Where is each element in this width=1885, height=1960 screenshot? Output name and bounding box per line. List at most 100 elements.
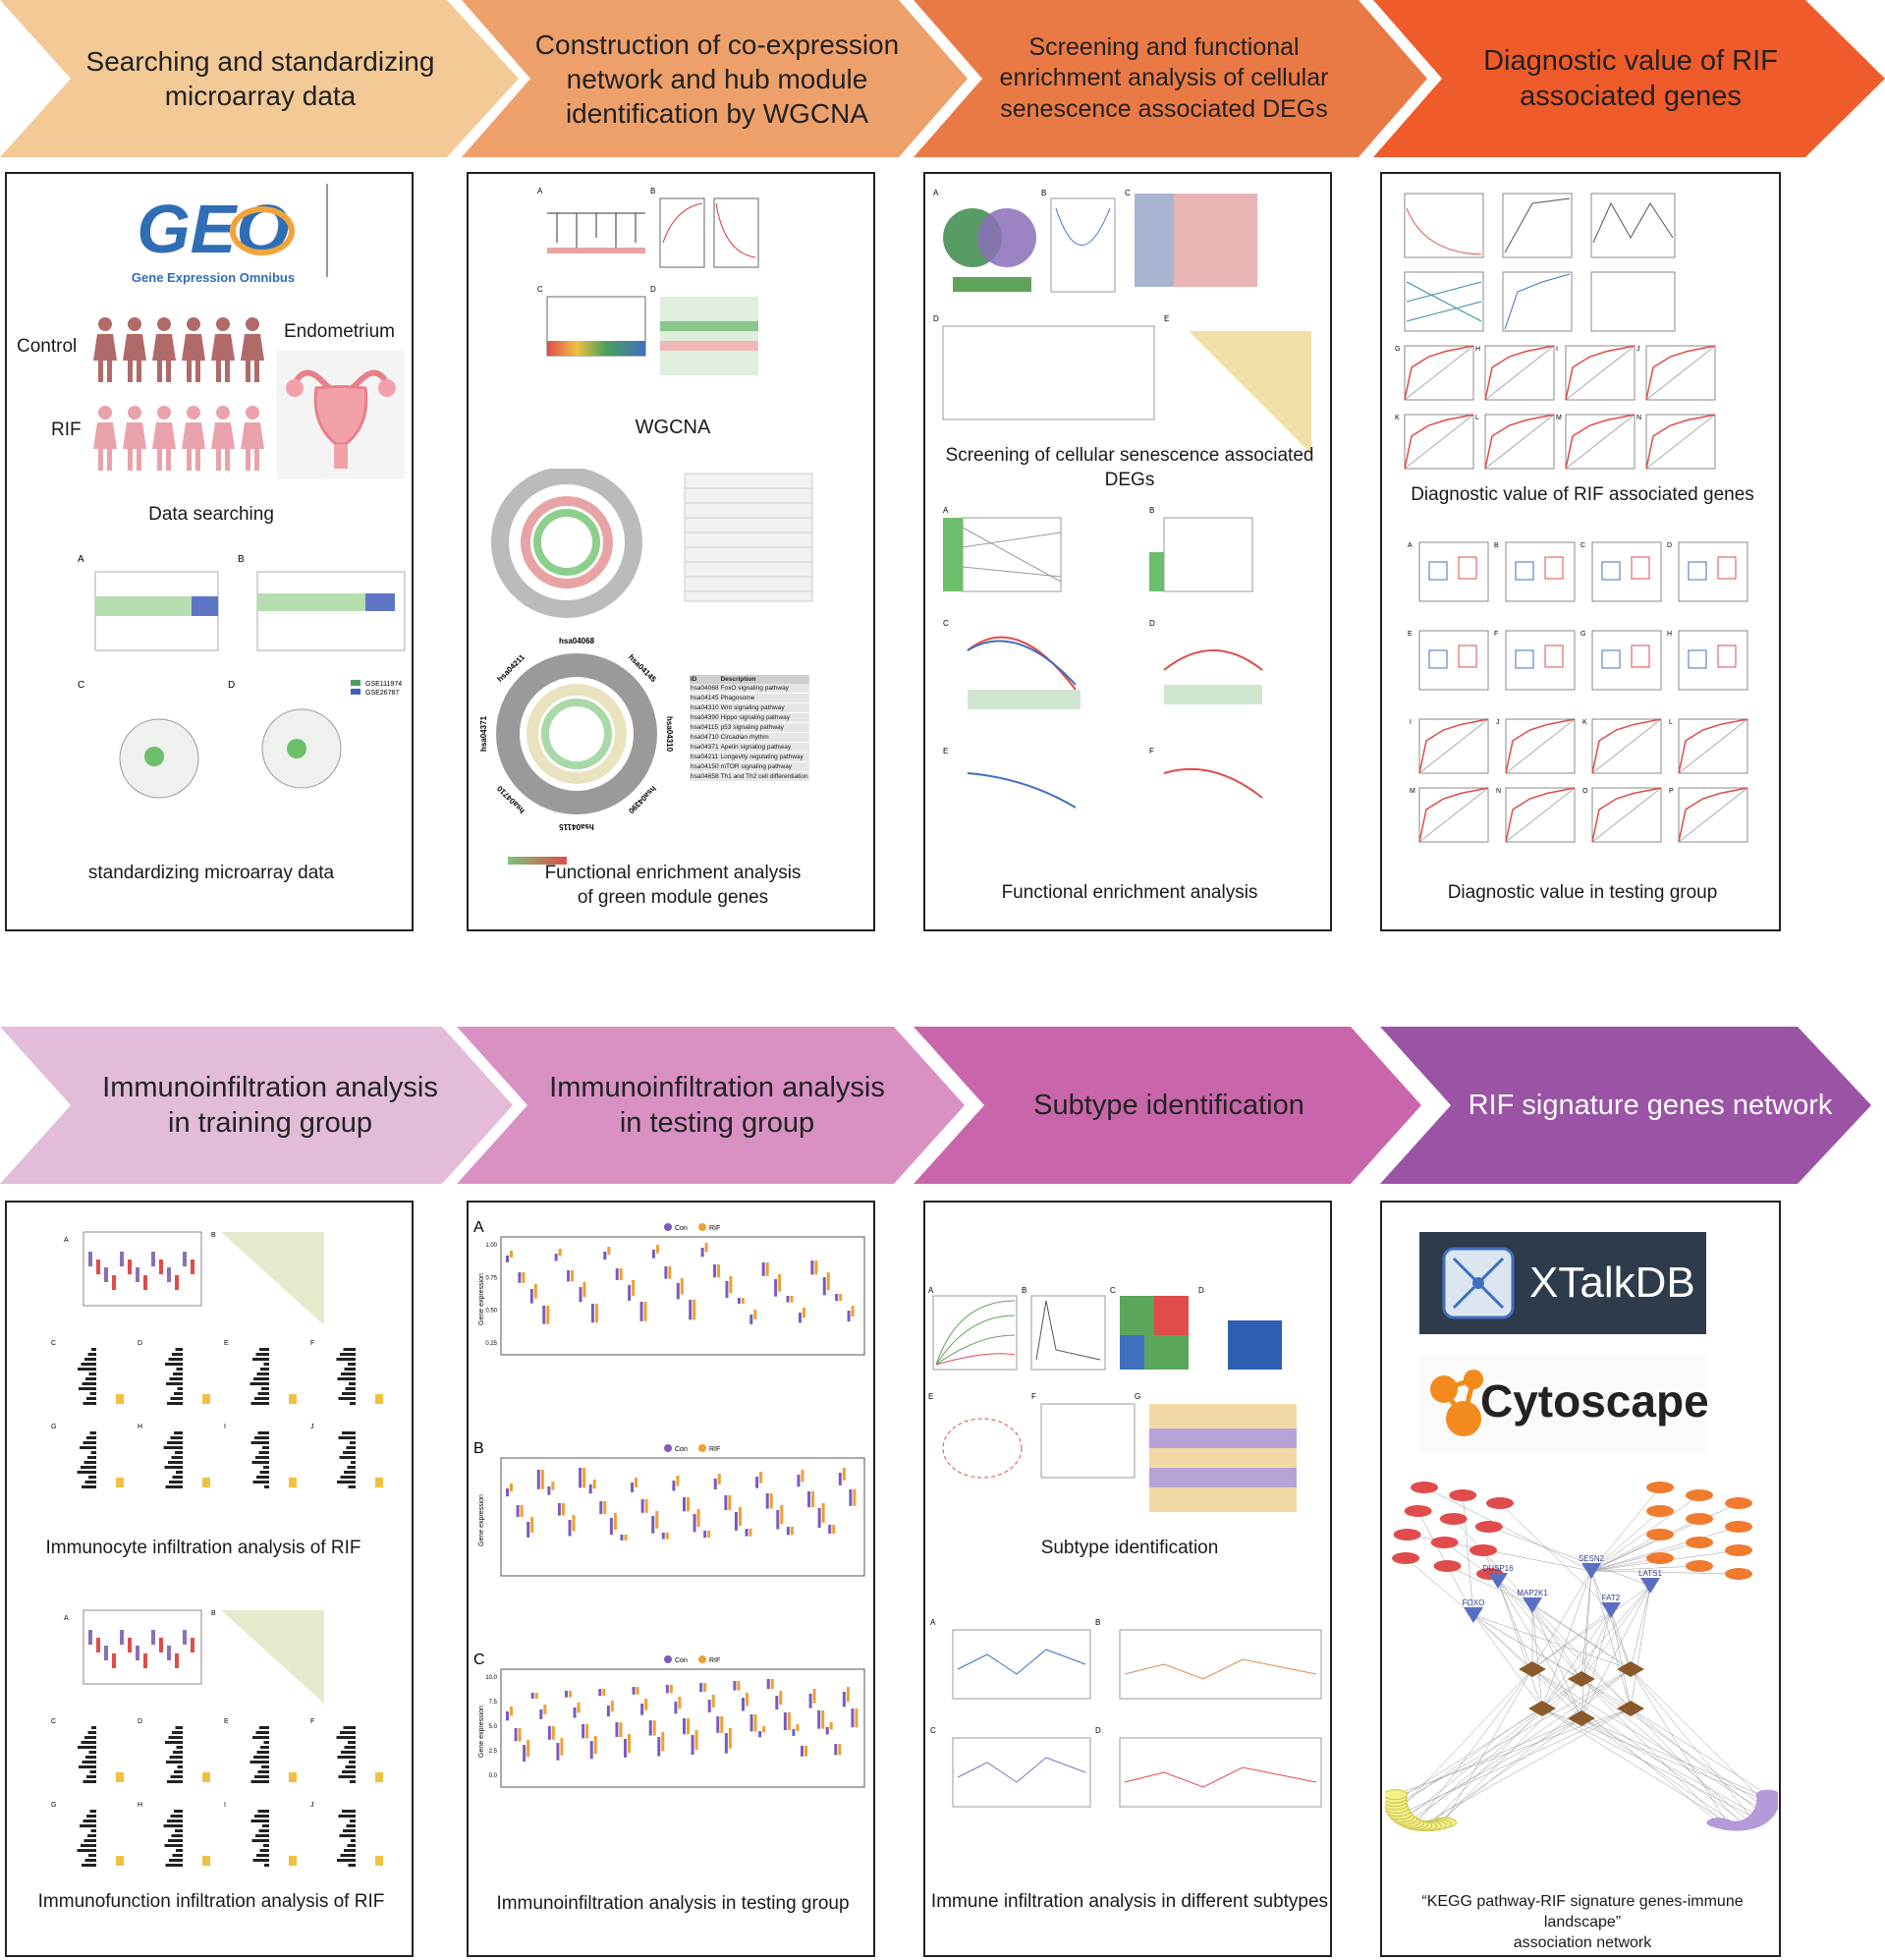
svg-text:0.25: 0.25 bbox=[485, 1341, 497, 1347]
svg-text:M: M bbox=[1556, 415, 1562, 421]
svg-text:H: H bbox=[138, 1802, 142, 1809]
forest-thumbnail: G bbox=[51, 1424, 124, 1488]
svg-text:J: J bbox=[310, 1802, 314, 1809]
kegg-circle-label: hsa04310 bbox=[665, 716, 674, 753]
svg-text:F: F bbox=[310, 1340, 314, 1347]
svg-text:C: C bbox=[78, 680, 84, 691]
immune-node bbox=[1686, 1489, 1713, 1501]
person-icon bbox=[241, 317, 264, 382]
svg-text:A: A bbox=[933, 189, 939, 197]
caption-test-group: Diagnostic value in testing group bbox=[1447, 882, 1718, 903]
table-cell: hsa04068 bbox=[690, 684, 720, 694]
roc-thumbnail: J bbox=[1636, 345, 1716, 401]
svg-text:H: H bbox=[138, 1424, 142, 1430]
svg-text:0.75: 0.75 bbox=[485, 1275, 497, 1281]
svg-text:C: C bbox=[930, 1726, 936, 1735]
caption-subtype-immune: Immune infiltration analysis in differen… bbox=[930, 1891, 1329, 1912]
svg-text:Gene expression: Gene expression bbox=[478, 1494, 485, 1546]
svg-text:1.00: 1.00 bbox=[485, 1243, 497, 1249]
person-icon bbox=[123, 317, 146, 382]
svg-text:A: A bbox=[64, 1615, 69, 1622]
hub-gene-node bbox=[1581, 1563, 1601, 1579]
svg-text:Gene Expression Omnibus: Gene Expression Omnibus bbox=[132, 270, 295, 285]
svg-text:Gene expression: Gene expression bbox=[478, 1273, 485, 1325]
svg-text:B: B bbox=[1494, 542, 1499, 549]
roc-thumbnail: O bbox=[1582, 787, 1662, 843]
svg-text:B: B bbox=[1095, 1618, 1100, 1627]
kegg-circle-label: hsa04068 bbox=[559, 637, 595, 645]
deg-thumbs: A B C D E bbox=[933, 189, 1311, 454]
svg-text:K: K bbox=[1395, 415, 1400, 421]
immune-node bbox=[1686, 1560, 1713, 1572]
forest-thumbnail: I bbox=[224, 1424, 297, 1488]
kegg-circle-label: hsa04115 bbox=[559, 822, 594, 831]
pathway-node bbox=[1617, 1701, 1644, 1716]
kegg-table-header-cell: ID bbox=[690, 675, 720, 684]
forest-thumbnail: C bbox=[51, 1718, 124, 1783]
caption-deg: Screening of cellular senescence associa… bbox=[945, 445, 1314, 490]
immune-node bbox=[1469, 1544, 1498, 1556]
cytoscape-text: Cytoscape bbox=[1480, 1375, 1709, 1427]
boxplot-thumbnail: E bbox=[1408, 630, 1489, 691]
boxplot-thumbnail: G bbox=[1580, 630, 1662, 691]
immune-node bbox=[1646, 1505, 1674, 1517]
pathway-node bbox=[1519, 1661, 1546, 1677]
person-icon bbox=[93, 317, 117, 382]
svg-text:F: F bbox=[310, 1718, 314, 1725]
hub-gene-node bbox=[1488, 1573, 1508, 1589]
pathway-node bbox=[1617, 1661, 1644, 1677]
kegg-circle-label: hsa04371 bbox=[479, 715, 488, 752]
pathway-node bbox=[1568, 1710, 1595, 1726]
uterus-icon bbox=[277, 351, 405, 478]
svg-text:C: C bbox=[51, 1718, 56, 1725]
hub-gene-label: LATS1 bbox=[1638, 1569, 1662, 1578]
roc-thumbnail: G bbox=[1395, 345, 1474, 401]
svg-text:5.0: 5.0 bbox=[489, 1724, 498, 1730]
immune-node bbox=[1411, 1482, 1438, 1493]
svg-text:I: I bbox=[224, 1424, 226, 1430]
arrow-shape-5 bbox=[0, 1027, 513, 1184]
svg-text:0.50: 0.50 bbox=[485, 1309, 497, 1315]
caption-immunocyte: Immunocyte infiltration analysis of RIF bbox=[45, 1538, 361, 1558]
person-icon bbox=[211, 406, 235, 471]
svg-text:A: A bbox=[473, 1219, 484, 1236]
subtype-immune-thumbs: A B C D bbox=[930, 1618, 1322, 1808]
table-cell: hsa04390 bbox=[690, 712, 720, 723]
forest-thumbnail: J bbox=[310, 1424, 383, 1488]
table-cell: mTOR signaling pathway bbox=[719, 761, 809, 772]
person-icon bbox=[211, 317, 235, 382]
immune-node bbox=[1485, 1497, 1514, 1509]
svg-text:G: G bbox=[1395, 346, 1400, 353]
svg-text:B: B bbox=[1041, 189, 1046, 197]
table-cell: FoxO signaling pathway bbox=[719, 684, 809, 694]
svg-text:RIF: RIF bbox=[709, 1657, 720, 1664]
arrow-shape-7 bbox=[914, 1027, 1421, 1184]
svg-text:10.0: 10.0 bbox=[485, 1675, 497, 1681]
network-edges bbox=[1394, 1486, 1769, 1826]
boxplot-thumbnail: C bbox=[1580, 541, 1662, 602]
svg-text:7.5: 7.5 bbox=[489, 1700, 498, 1706]
svg-text:E: E bbox=[1164, 314, 1169, 323]
immune-node bbox=[1433, 1560, 1462, 1572]
table-cell: hsa04658 bbox=[690, 771, 720, 782]
immune-node bbox=[1686, 1537, 1713, 1548]
svg-text:C: C bbox=[1125, 189, 1131, 197]
svg-text:E: E bbox=[928, 1392, 933, 1401]
immune-node bbox=[1449, 1489, 1477, 1501]
svg-text:GSE111974: GSE111974 bbox=[365, 681, 402, 688]
